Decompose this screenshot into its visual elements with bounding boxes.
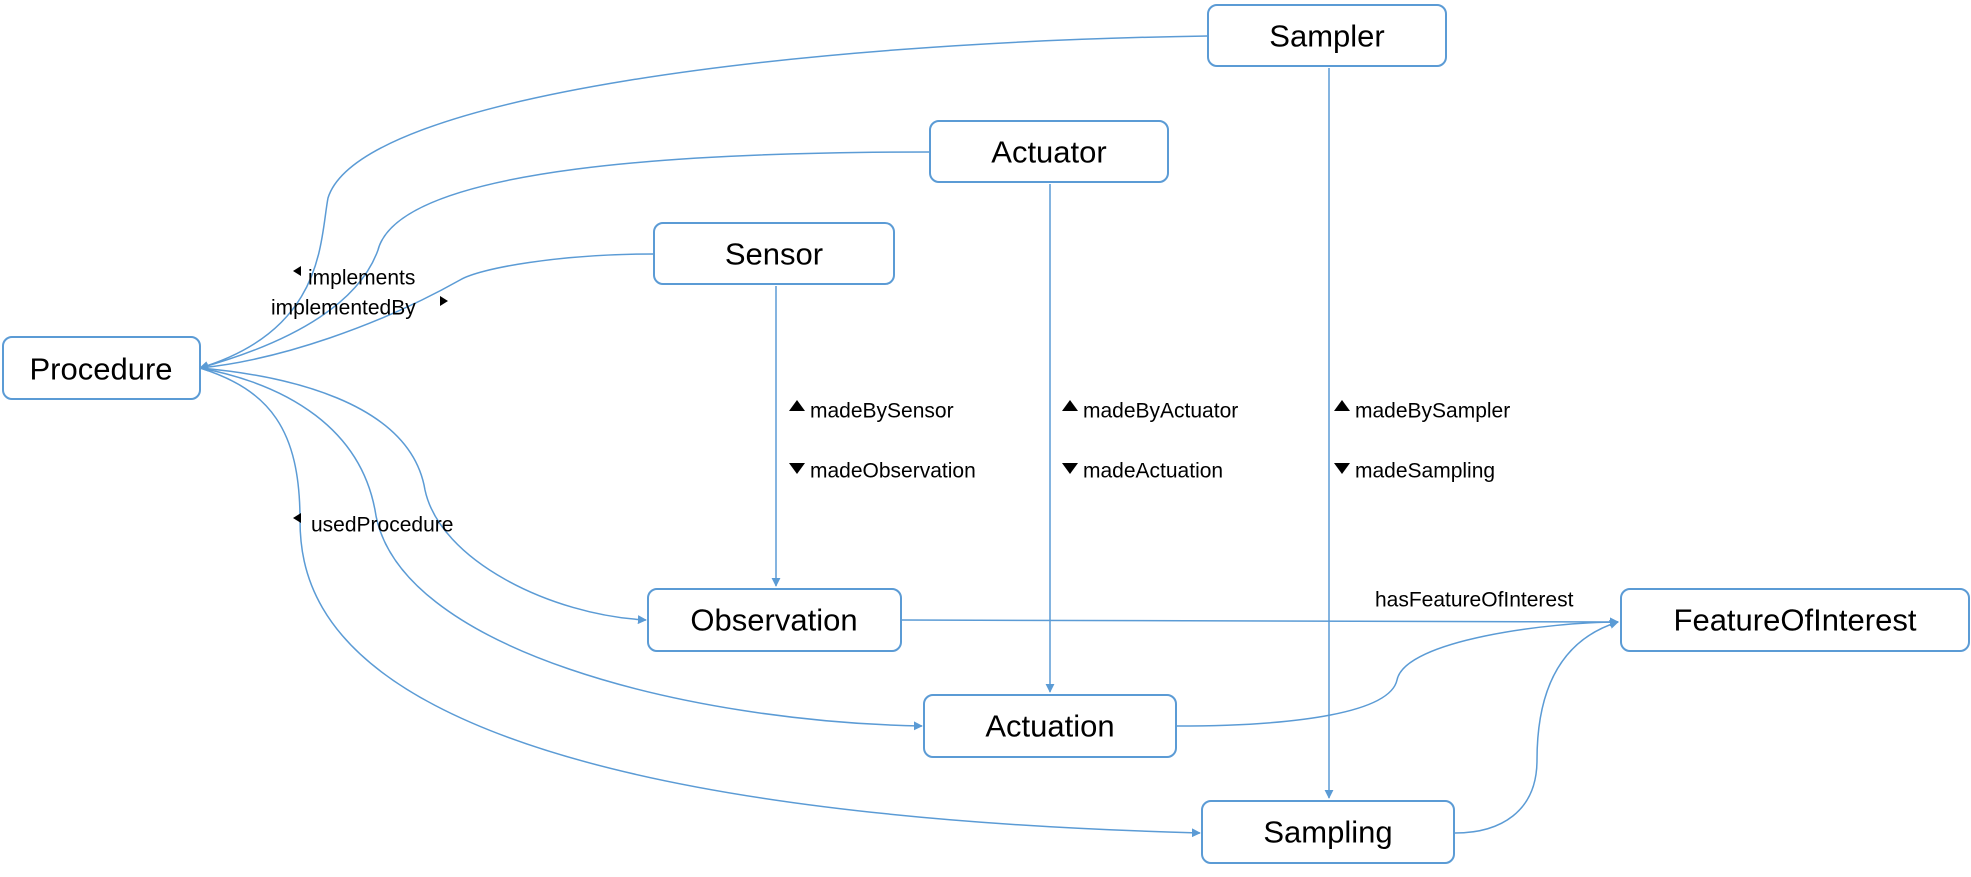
- node-observation[interactable]: Observation: [647, 588, 902, 652]
- label-made-by-actuator: madeByActuator: [1083, 400, 1238, 423]
- edges: [199, 35, 1619, 838]
- triangle-right-icon: [440, 296, 448, 306]
- nodes: Sampler Actuator Sensor Procedure Observ…: [2, 4, 1970, 864]
- edge-procedure-sampling: [199, 367, 1201, 838]
- node-label-actuator: Actuator: [991, 135, 1106, 170]
- label-has-feature-of-interest: hasFeatureOfInterest: [1375, 589, 1574, 612]
- edge-procedure-actuation: [199, 367, 923, 731]
- node-label-sampler: Sampler: [1269, 19, 1384, 54]
- label-used-procedure: usedProcedure: [311, 514, 453, 537]
- node-sampler[interactable]: Sampler: [1207, 4, 1447, 67]
- edge-labels: implements implementedBy usedProcedure m…: [271, 266, 1574, 612]
- label-made-actuation: madeActuation: [1083, 460, 1223, 483]
- node-sampling[interactable]: Sampling: [1201, 800, 1455, 864]
- edge-observation-foi: [900, 617, 1619, 627]
- edge-sampler-procedure: [199, 35, 1209, 370]
- triangle-up-icon: [789, 400, 805, 411]
- node-label-procedure: Procedure: [29, 352, 172, 387]
- triangle-up-icon: [1334, 400, 1350, 411]
- triangle-down-icon: [1062, 463, 1078, 474]
- node-label-observation: Observation: [690, 603, 857, 638]
- label-made-sampling: madeSampling: [1355, 460, 1495, 483]
- triangle-left-icon: [293, 266, 301, 276]
- node-actuation[interactable]: Actuation: [923, 694, 1177, 758]
- triangle-down-icon: [789, 463, 805, 474]
- label-made-observation: madeObservation: [810, 460, 976, 483]
- node-label-feature-of-interest: FeatureOfInterest: [1674, 603, 1917, 638]
- edge-actuator-procedure: [199, 151, 931, 371]
- edge-actuation-foi: [1176, 617, 1619, 727]
- label-implements: implements: [308, 267, 415, 290]
- node-actuator[interactable]: Actuator: [929, 120, 1169, 183]
- edge-procedure-observation: [199, 367, 647, 625]
- edge-sampling-foi: [1454, 620, 1619, 834]
- node-procedure[interactable]: Procedure: [2, 336, 201, 400]
- triangle-left-icon: [293, 513, 301, 523]
- label-made-by-sensor: madeBySensor: [810, 400, 954, 423]
- node-label-sensor: Sensor: [725, 237, 823, 272]
- node-feature-of-interest[interactable]: FeatureOfInterest: [1620, 588, 1970, 652]
- edge-sensor-procedure: [199, 253, 655, 372]
- node-label-sampling: Sampling: [1263, 815, 1392, 850]
- triangle-up-icon: [1062, 400, 1078, 411]
- label-made-by-sampler: madeBySampler: [1355, 400, 1510, 423]
- node-sensor[interactable]: Sensor: [653, 222, 895, 285]
- label-implemented-by: implementedBy: [271, 297, 416, 320]
- triangle-down-icon: [1334, 463, 1350, 474]
- node-label-actuation: Actuation: [985, 709, 1114, 744]
